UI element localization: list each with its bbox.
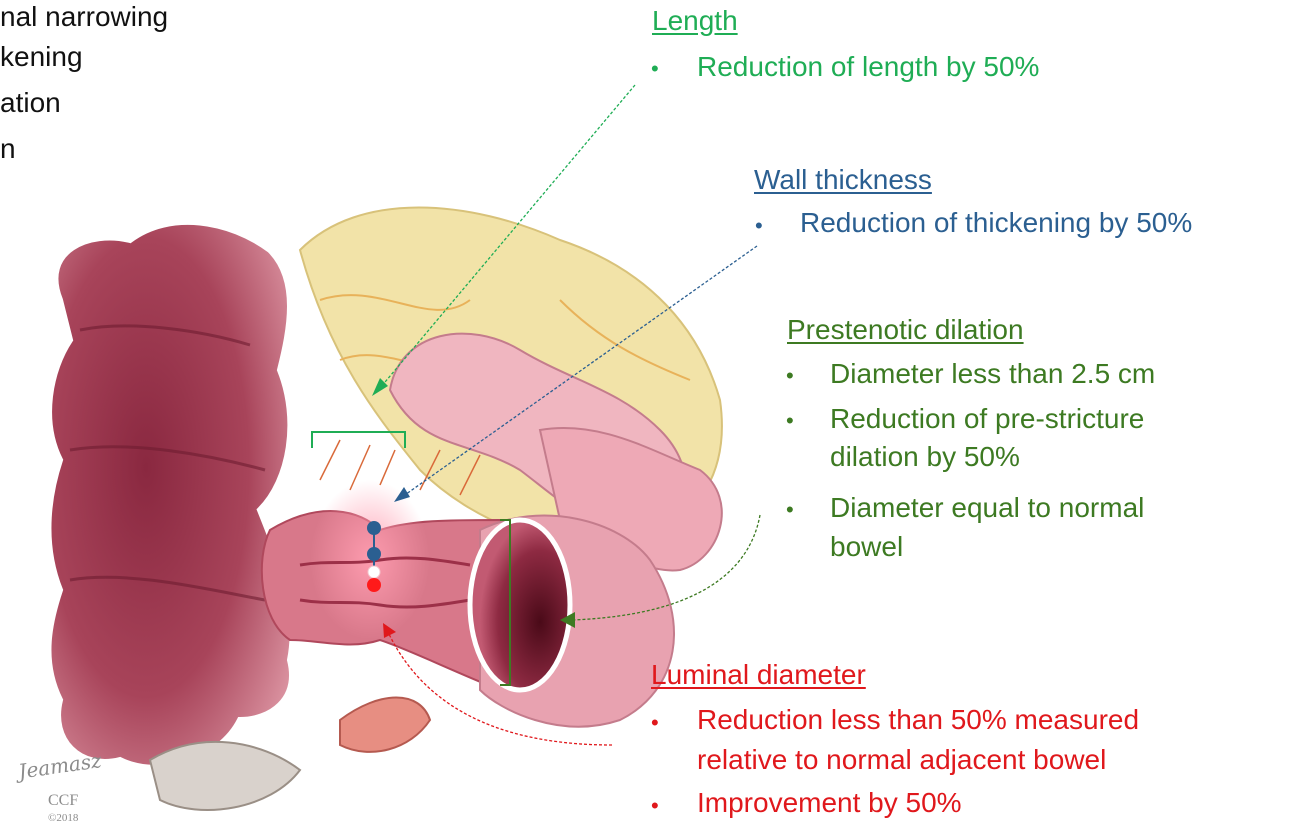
luminal-title: Luminal diameter (651, 658, 866, 691)
left-list-line-2: kening (0, 40, 83, 73)
prestenotic-item-2: Reduction of pre-stricture (830, 402, 1144, 435)
wall-title: Wall thickness (754, 163, 932, 196)
left-list-line-1: nal narrowing (0, 0, 168, 33)
signature-year: ©2018 (48, 812, 78, 824)
left-list-line-3: ation (0, 86, 61, 119)
luminal-item-2: Improvement by 50% (697, 786, 962, 819)
prestenotic-lumen (470, 520, 570, 690)
luminal-item-1: Reduction less than 50% measured (697, 703, 1139, 736)
left-list-line-4: n (0, 132, 16, 165)
luminal-dot-1: • (651, 710, 659, 736)
luminal-dot-2: • (651, 793, 659, 819)
wall-bullet: Reduction of thickening by 50% (800, 206, 1192, 239)
prestenotic-item-2-cont: dilation by 50% (830, 440, 1020, 473)
prestenotic-dot-3: • (786, 497, 794, 523)
length-bullet: Reduction of length by 50% (697, 50, 1039, 83)
lumen-marker (367, 578, 381, 592)
artist-signature: Jeamasz CCF ©2018 (18, 752, 128, 832)
prestenotic-dot-1: • (786, 363, 794, 389)
luminal-item-1-cont: relative to normal adjacent bowel (697, 743, 1106, 776)
left-colon (48, 222, 292, 768)
prestenotic-dot-2: • (786, 408, 794, 434)
wall-marker-top (367, 521, 381, 535)
length-title: Length (652, 4, 738, 37)
wall-marker-mid (367, 547, 381, 561)
prestenotic-item-3: Diameter equal to normal (830, 491, 1144, 524)
length-bullet-dot: • (651, 56, 659, 82)
prestenotic-item-3-cont: bowel (830, 530, 903, 563)
prestenotic-title: Prestenotic dilation (787, 313, 1024, 346)
wall-bullet-dot: • (755, 213, 763, 239)
prestenotic-item-1: Diameter less than 2.5 cm (830, 357, 1155, 390)
signature-org: CCF (48, 792, 78, 810)
